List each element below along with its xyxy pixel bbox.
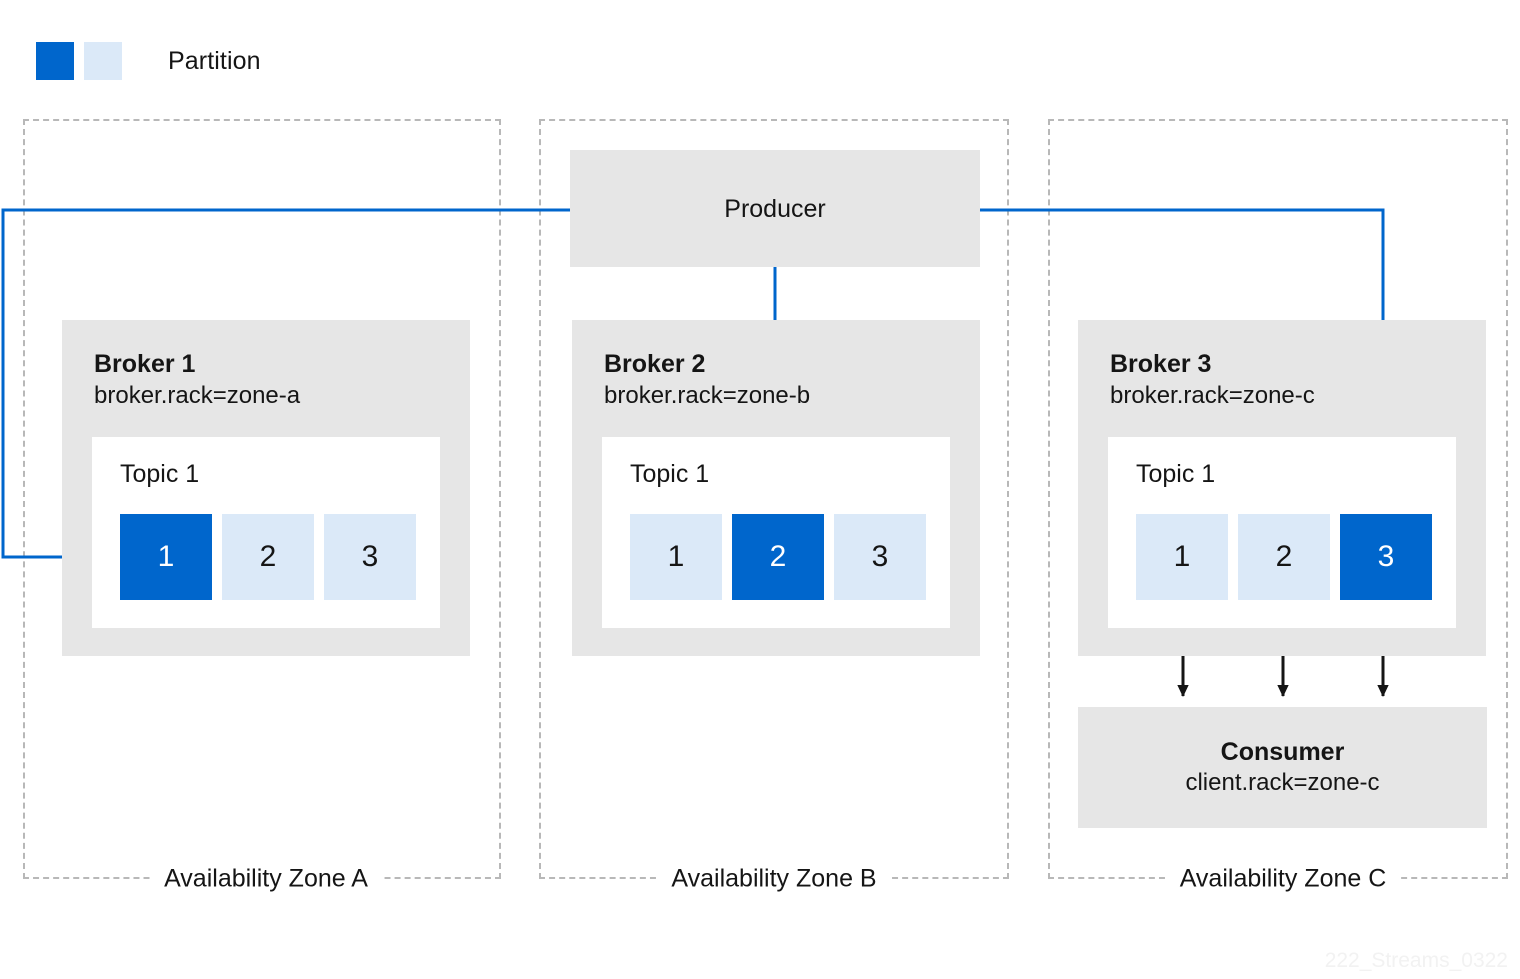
legend-label: Partition xyxy=(168,46,261,75)
broker-1-partition-2: 2 xyxy=(222,514,314,600)
broker-2: Broker 2 broker.rack=zone-b Topic 1 1 2 … xyxy=(572,320,980,656)
broker-1-partition-1: 1 xyxy=(120,514,212,600)
broker-1-topic-box: Topic 1 1 2 3 xyxy=(92,437,440,628)
broker-3-title: Broker 3 xyxy=(1110,350,1212,378)
producer-title: Producer xyxy=(724,194,826,223)
consumer-title: Consumer xyxy=(1220,737,1345,766)
broker-2-rack: broker.rack=zone-b xyxy=(604,382,811,409)
legend: Partition xyxy=(36,42,261,80)
broker-3-partition-2: 2 xyxy=(1238,514,1330,600)
availability-zone-c-label: Availability Zone C xyxy=(1165,866,1401,892)
availability-zone-a-label: Availability Zone A xyxy=(150,866,382,892)
broker-3-partitions: 1 2 3 xyxy=(1136,514,1432,600)
broker-3-partition-1: 1 xyxy=(1136,514,1228,600)
broker-3-topic-box: Topic 1 1 2 3 xyxy=(1108,437,1456,628)
broker-2-partitions: 1 2 3 xyxy=(630,514,926,600)
broker-2-topic-box: Topic 1 1 2 3 xyxy=(602,437,950,628)
broker-2-partition-2: 2 xyxy=(732,514,824,600)
availability-zone-b-label: Availability Zone B xyxy=(657,866,891,892)
watermark: 222_Streams_0322 xyxy=(1324,949,1508,972)
broker-3-topic-title: Topic 1 xyxy=(1136,460,1216,488)
broker-3: Broker 3 broker.rack=zone-c Topic 1 1 2 … xyxy=(1078,320,1486,656)
producer-box: Producer xyxy=(570,150,980,267)
broker-3-rack: broker.rack=zone-c xyxy=(1110,382,1315,409)
consumer-rack: client.rack=zone-c xyxy=(1185,768,1380,796)
broker-1-title: Broker 1 xyxy=(94,350,196,378)
broker-2-title: Broker 2 xyxy=(604,350,706,378)
broker-1: Broker 1 broker.rack=zone-a Topic 1 1 2 … xyxy=(62,320,470,656)
broker-2-partition-3: 3 xyxy=(834,514,926,600)
consumer-box: Consumer client.rack=zone-c xyxy=(1078,707,1487,828)
broker-1-topic-title: Topic 1 xyxy=(120,460,200,488)
broker-1-partitions: 1 2 3 xyxy=(120,514,416,600)
broker-3-partition-3: 3 xyxy=(1340,514,1432,600)
legend-swatch-follower-icon xyxy=(84,42,122,80)
broker-2-topic-title: Topic 1 xyxy=(630,460,710,488)
legend-swatch-leader-icon xyxy=(36,42,74,80)
broker-2-partition-1: 1 xyxy=(630,514,722,600)
broker-1-partition-3: 3 xyxy=(324,514,416,600)
broker-1-rack: broker.rack=zone-a xyxy=(94,382,301,409)
